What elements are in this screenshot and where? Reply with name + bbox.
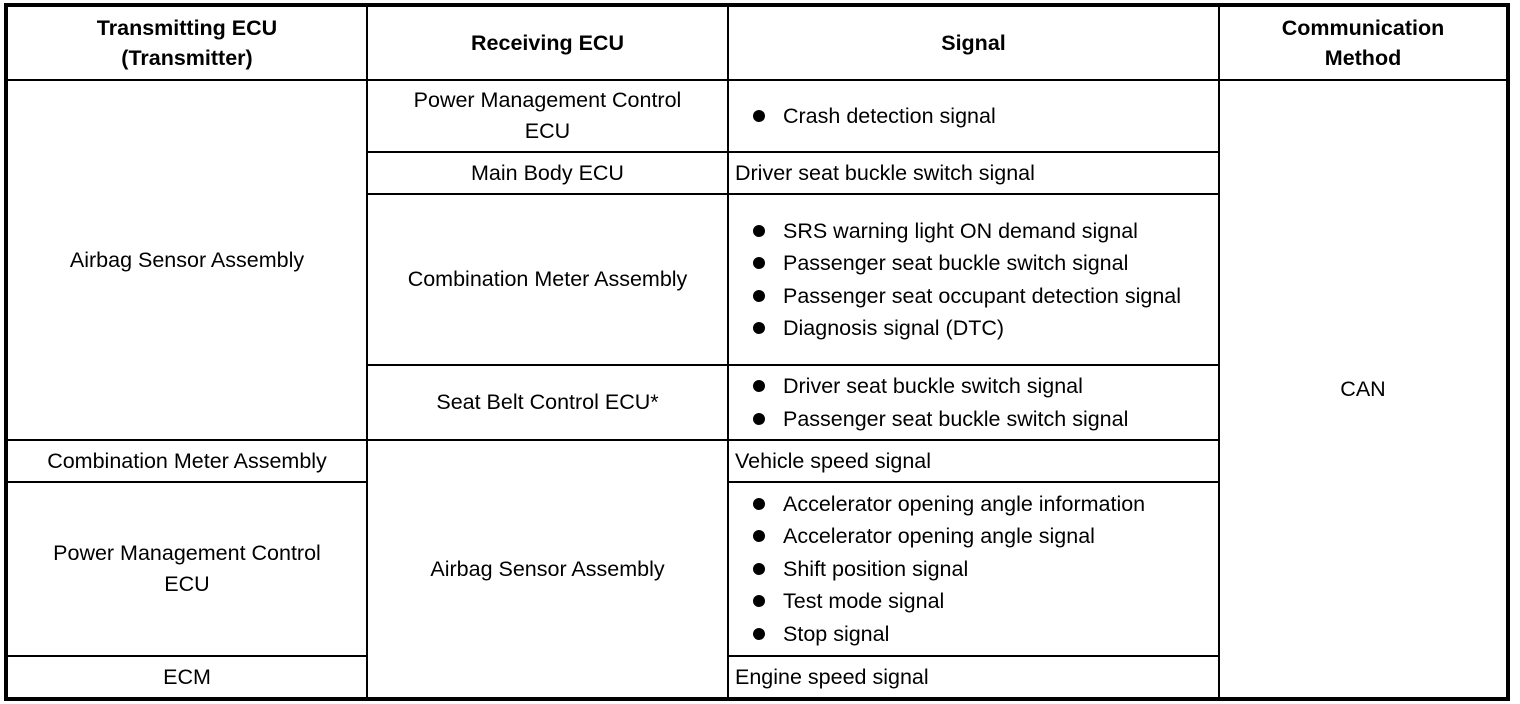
signal-list-item: Shift position signal — [751, 553, 1212, 586]
signal-list-item: SRS warning light ON demand signal — [751, 215, 1212, 248]
table-row: Power Management Control ECU Accelerator… — [6, 481, 1507, 657]
header-transmitting-line1: Transmitting ECU — [96, 16, 278, 40]
tx-pmc-line2: ECU — [164, 572, 210, 596]
bullet-list: Crash detection signal — [751, 100, 1212, 133]
signal-text: Accelerator opening angle information — [783, 491, 1146, 516]
tx-power-management-control-ecu: Power Management Control ECU — [6, 481, 368, 657]
rx-main-body-ecu: Main Body ECU — [366, 151, 729, 195]
table-row: Airbag Sensor Assembly Power Management … — [6, 79, 1508, 699]
signal-list-item: Passenger seat occupant detection signal — [751, 280, 1212, 313]
header-transmitting-line2: (Transmitter) — [121, 46, 253, 70]
header-comm-line1: Communication — [1281, 16, 1445, 40]
bullet-dot-icon — [753, 257, 765, 269]
signal-text: Crash detection signal — [783, 103, 996, 128]
tx-ecm: ECM — [6, 655, 368, 699]
rx-pmc-line2: ECU — [524, 119, 571, 143]
table-row: Main Body ECU Driver seat buckle switch … — [7, 151, 1507, 195]
header-communication-method: Communication Method — [1218, 5, 1508, 81]
signal-list-item: Crash detection signal — [751, 100, 1212, 133]
signal-list-item: Stop signal — [751, 618, 1212, 651]
tx-pmc-line1: Power Management Control — [53, 541, 321, 565]
header-transmitting-ecu: Transmitting ECU (Transmitter) — [6, 5, 368, 81]
header-row: Transmitting ECU (Transmitter) Receiving… — [6, 5, 1508, 81]
rx-pmc-line1: Power Management Control — [413, 88, 682, 112]
signal-list-item: Diagnosis signal (DTC) — [751, 312, 1212, 345]
signal-engine-speed: Engine speed signal — [727, 655, 1220, 699]
signal-list-item: Passenger seat buckle switch signal — [751, 247, 1212, 280]
signal-text: Diagnosis signal (DTC) — [783, 316, 1005, 340]
bullet-dot-icon — [753, 412, 765, 425]
header-comm-line2: Method — [1324, 46, 1402, 70]
tx-airbag-sensor-assembly: Airbag Sensor Assembly — [6, 79, 368, 441]
signal-text: SRS warning light ON demand signal — [783, 218, 1138, 243]
table-row: Seat Belt Control ECU* Driver seat buckl… — [7, 364, 1507, 441]
signal-text: Passenger seat buckle switch signal — [783, 406, 1129, 431]
bullet-dot-icon — [753, 562, 765, 575]
bullet-dot-icon — [753, 530, 765, 543]
bullet-dot-icon — [753, 627, 765, 640]
rx-power-management-control-ecu: Power Management Control ECU — [366, 79, 729, 153]
bullet-dot-icon — [753, 497, 765, 510]
table-row: ECM Engine speed signal — [6, 655, 1507, 699]
signal-list-item: Passenger seat buckle switch signal — [751, 403, 1212, 436]
bullet-dot-icon — [753, 595, 765, 608]
signal-list-item: Accelerator opening angle signal — [751, 520, 1212, 553]
table-row: Combination Meter Assembly Airbag Sensor… — [6, 439, 1507, 699]
signal-list-item: Accelerator opening angle information — [751, 488, 1212, 521]
bullet-dot-icon — [753, 322, 765, 334]
bullet-dot-icon — [753, 109, 765, 122]
method-can: CAN — [1218, 79, 1508, 699]
signal-text: Driver seat buckle switch signal — [783, 374, 1083, 398]
signal-text: Shift position signal — [783, 556, 969, 581]
rx-airbag-sensor-assembly: Airbag Sensor Assembly — [366, 439, 729, 699]
bullet-dot-icon — [753, 289, 765, 302]
signal-crash-cell: Crash detection signal — [727, 79, 1220, 153]
signal-text: Accelerator opening angle signal — [783, 524, 1095, 549]
header-receiving-ecu: Receiving ECU — [366, 5, 729, 81]
signal-text: Test mode signal — [783, 589, 945, 614]
signal-text: Passenger seat occupant detection signal — [783, 283, 1182, 308]
bullet-dot-icon — [753, 380, 765, 392]
table-row: Combination Meter Assembly SRS warning l… — [7, 193, 1507, 366]
signal-list-item: Driver seat buckle switch signal — [751, 370, 1212, 403]
signal-driver-buckle: Driver seat buckle switch signal — [727, 151, 1220, 195]
rx-seat-belt-control-ecu: Seat Belt Control ECU* — [366, 364, 729, 441]
signal-vehicle-speed: Vehicle speed signal — [727, 439, 1220, 483]
rx-combination-meter-assembly: Combination Meter Assembly — [366, 193, 729, 366]
signal-text: Stop signal — [783, 621, 890, 646]
header-signal: Signal — [727, 5, 1220, 81]
tx-combination-meter-assembly: Combination Meter Assembly — [6, 439, 368, 483]
signal-text: Passenger seat buckle switch signal — [783, 251, 1129, 275]
bullet-dot-icon — [753, 224, 765, 237]
ecu-communication-table: Transmitting ECU (Transmitter) Receiving… — [4, 3, 1510, 701]
signal-list-item: Test mode signal — [751, 585, 1212, 618]
